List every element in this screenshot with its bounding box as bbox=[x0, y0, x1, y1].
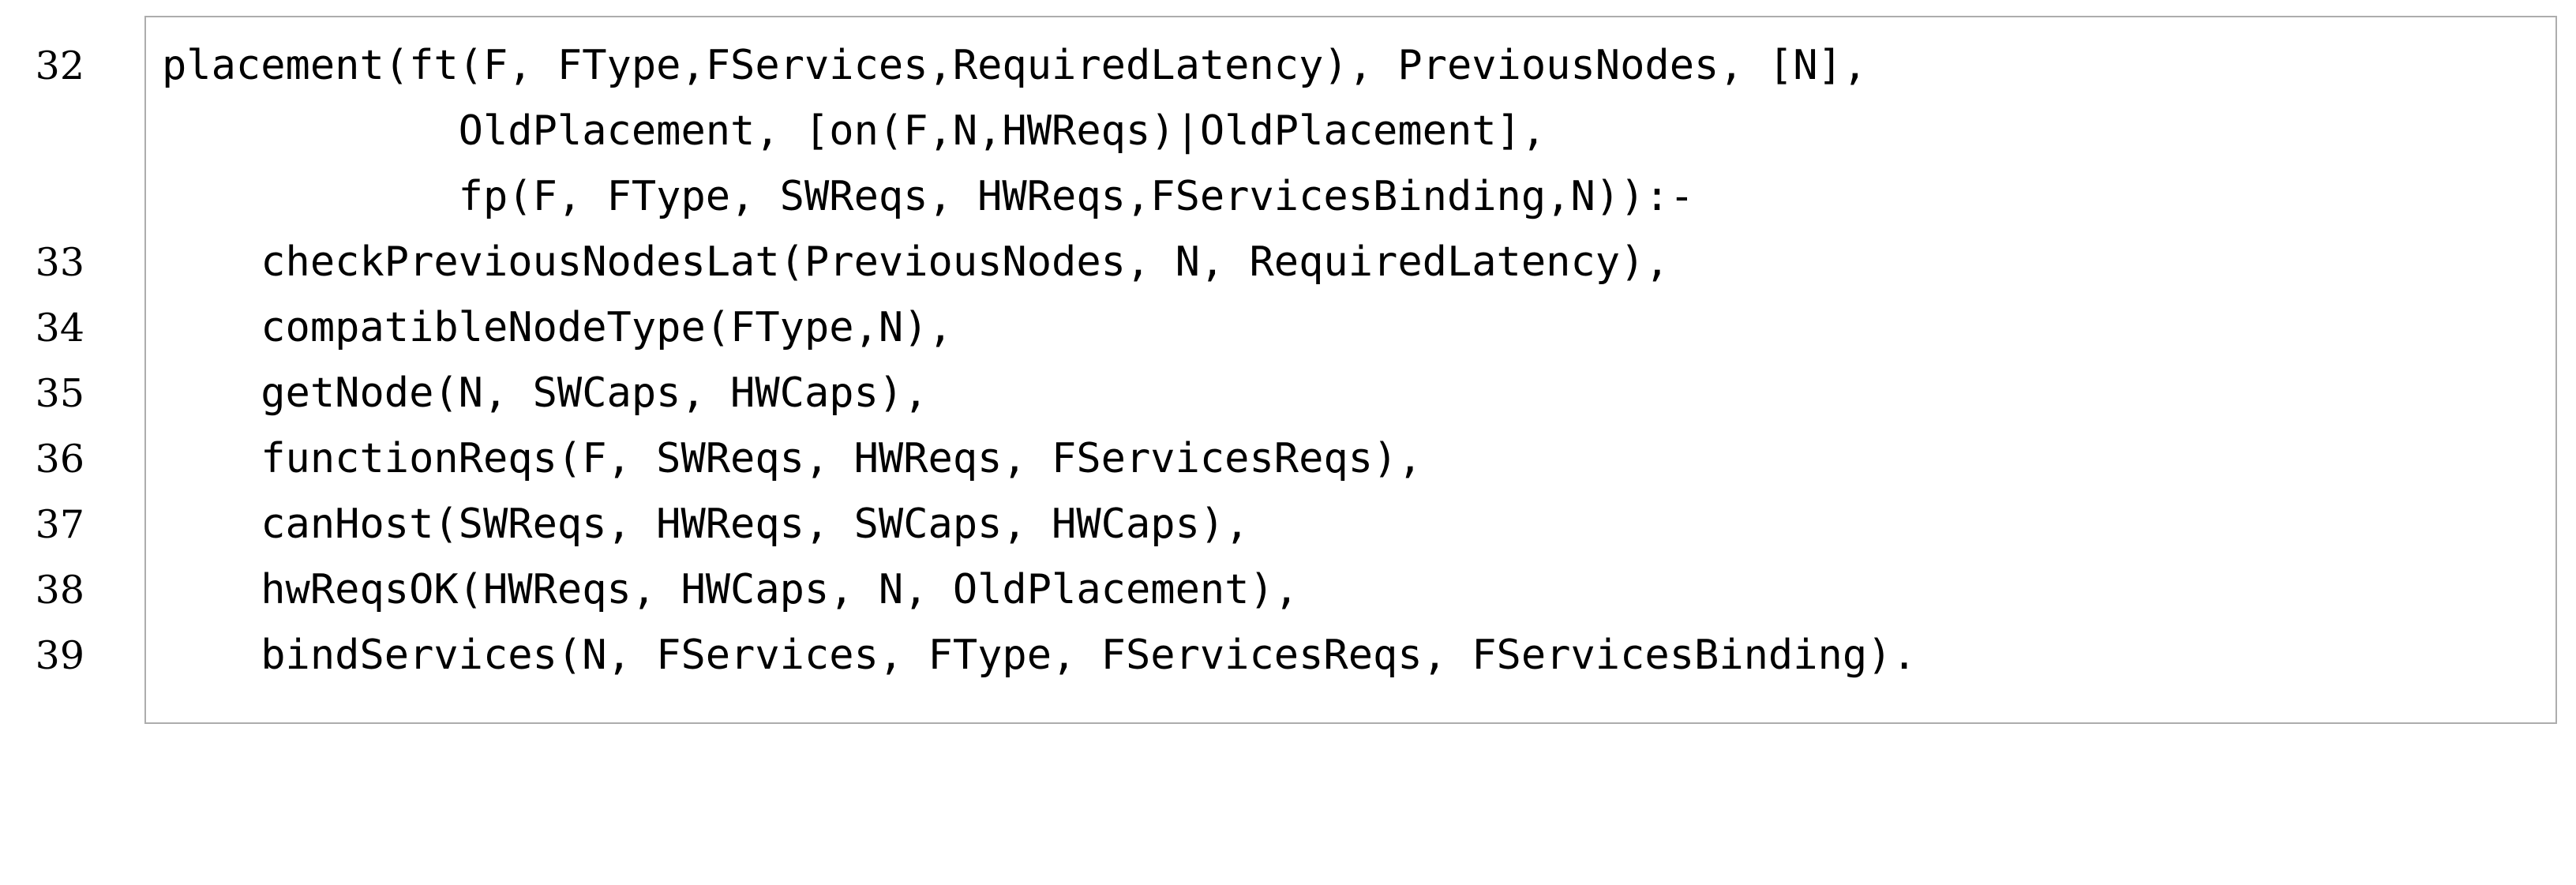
code-text[interactable]: compatibleNodeType(FType,N), bbox=[162, 304, 953, 351]
code-text[interactable]: functionReqs(F, SWReqs, HWReqs, FService… bbox=[162, 435, 1423, 482]
code-text[interactable]: placement(ft(F, FType,FServices,Required… bbox=[162, 42, 1868, 89]
line-number: 37 bbox=[35, 502, 84, 547]
code-text[interactable]: getNode(N, SWCaps, HWCaps), bbox=[162, 369, 928, 417]
code-line: 35 getNode(N, SWCaps, HWCaps), bbox=[0, 361, 2576, 426]
line-number: 35 bbox=[35, 371, 84, 416]
code-line: 38 hwReqsOK(HWReqs, HWCaps, N, OldPlacem… bbox=[0, 557, 2576, 623]
code-line: 34 compatibleNodeType(FType,N), bbox=[0, 295, 2576, 361]
code-line: 32 placement(ft(F, FType,FServices,Requi… bbox=[0, 33, 2576, 99]
line-number: 36 bbox=[35, 437, 84, 482]
code-text[interactable]: OldPlacement, [on(F,N,HWReqs)|OldPlaceme… bbox=[162, 107, 1547, 155]
code-text[interactable]: bindServices(N, FServices, FType, FServi… bbox=[162, 632, 1917, 679]
code-rows-container: 32 placement(ft(F, FType,FServices,Requi… bbox=[0, 16, 2576, 688]
code-line: OldPlacement, [on(F,N,HWReqs)|OldPlaceme… bbox=[0, 99, 2576, 164]
line-number: 38 bbox=[35, 568, 84, 613]
code-line: 37 canHost(SWReqs, HWReqs, SWCaps, HWCap… bbox=[0, 492, 2576, 557]
code-listing: 32 placement(ft(F, FType,FServices,Requi… bbox=[0, 16, 2576, 724]
code-line: 36 functionReqs(F, SWReqs, HWReqs, FServ… bbox=[0, 426, 2576, 492]
top-padding bbox=[0, 16, 2576, 33]
line-number: 34 bbox=[35, 306, 84, 351]
line-number: 32 bbox=[35, 43, 84, 88]
code-line: fp(F, FType, SWReqs, HWReqs,FServicesBin… bbox=[0, 164, 2576, 230]
line-number: 39 bbox=[35, 633, 84, 678]
line-number: 33 bbox=[35, 240, 84, 285]
code-text[interactable]: hwReqsOK(HWReqs, HWCaps, N, OldPlacement… bbox=[162, 566, 1299, 613]
code-line: 39 bindServices(N, FServices, FType, FSe… bbox=[0, 623, 2576, 688]
code-line: 33 checkPreviousNodesLat(PreviousNodes, … bbox=[0, 230, 2576, 295]
code-text[interactable]: fp(F, FType, SWReqs, HWReqs,FServicesBin… bbox=[162, 173, 1695, 220]
code-text[interactable]: checkPreviousNodesLat(PreviousNodes, N, … bbox=[162, 238, 1670, 286]
code-text[interactable]: canHost(SWReqs, HWReqs, SWCaps, HWCaps), bbox=[162, 501, 1250, 548]
code-frame-border bbox=[144, 16, 2557, 724]
